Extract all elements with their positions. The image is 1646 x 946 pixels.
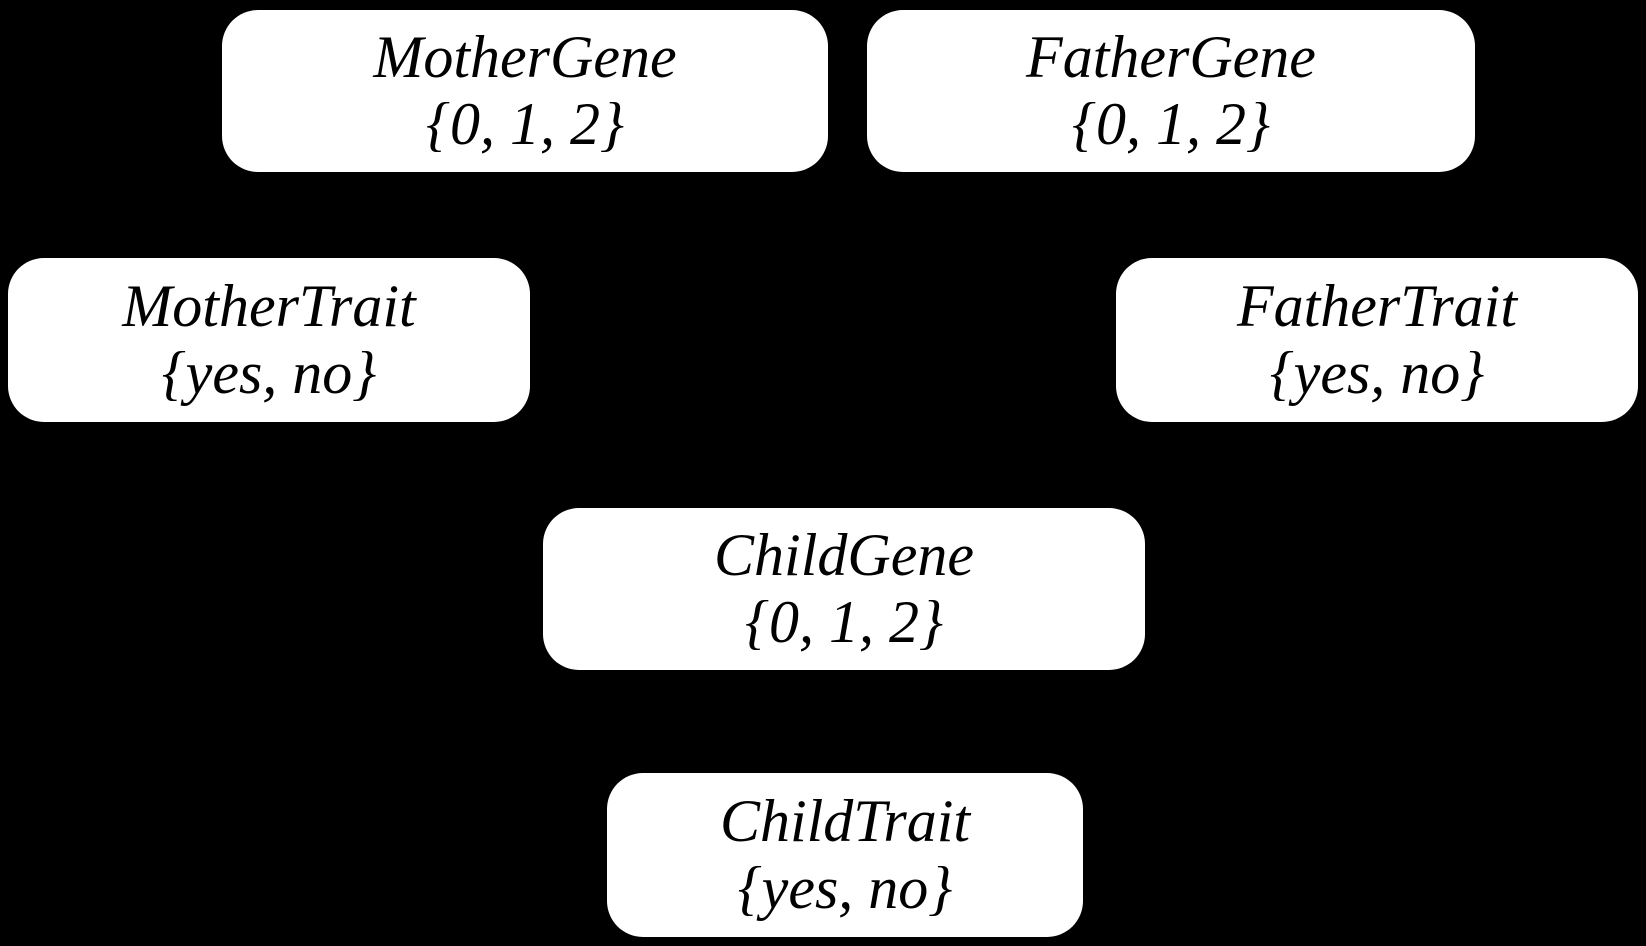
node-mother-gene: MotherGene {0, 1, 2}: [222, 10, 828, 172]
node-child-trait-domain: {yes, no}: [737, 855, 953, 921]
node-child-trait-label: ChildTrait: [719, 788, 971, 854]
node-father-gene: FatherGene {0, 1, 2}: [867, 10, 1475, 172]
node-father-gene-label: FatherGene: [1026, 24, 1316, 90]
node-child-trait: ChildTrait {yes, no}: [607, 773, 1083, 937]
node-father-trait-label: FatherTrait: [1236, 273, 1518, 339]
node-child-gene-label: ChildGene: [714, 522, 974, 588]
node-child-gene-domain: {0, 1, 2}: [745, 589, 943, 655]
node-mother-trait: MotherTrait {yes, no}: [8, 258, 530, 422]
node-father-gene-domain: {0, 1, 2}: [1072, 91, 1270, 157]
node-mother-gene-label: MotherGene: [373, 24, 677, 90]
node-mother-gene-domain: {0, 1, 2}: [426, 91, 624, 157]
node-father-trait: FatherTrait {yes, no}: [1116, 258, 1638, 422]
node-mother-trait-label: MotherTrait: [122, 273, 416, 339]
node-mother-trait-domain: {yes, no}: [161, 340, 377, 406]
node-father-trait-domain: {yes, no}: [1269, 340, 1485, 406]
node-child-gene: ChildGene {0, 1, 2}: [543, 508, 1145, 670]
